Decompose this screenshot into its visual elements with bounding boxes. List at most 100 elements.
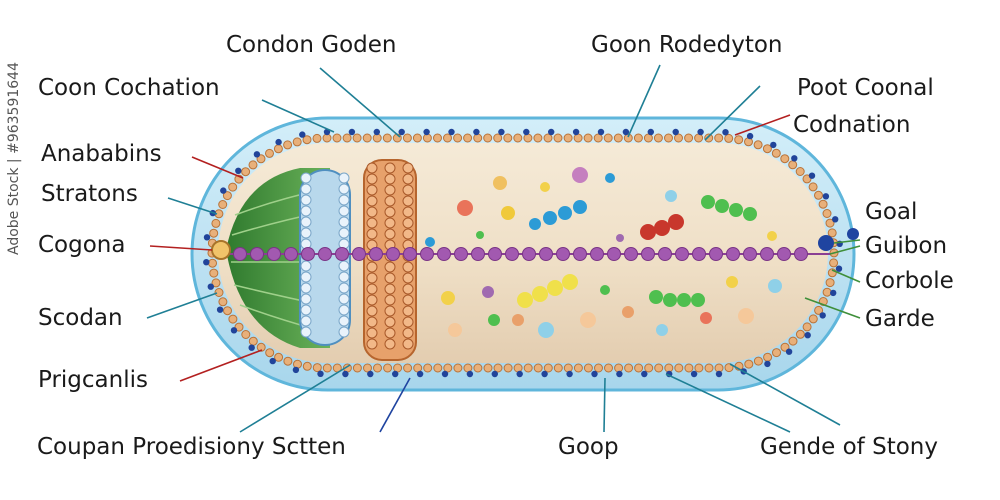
- label-prigcanlis: Prigcanlis: [38, 367, 148, 393]
- membrane-bead: [241, 330, 251, 339]
- cytoplasm-particle: [488, 314, 500, 326]
- leader-corbole: [831, 269, 861, 283]
- membrane-bead: [342, 133, 352, 143]
- orange-bead: [384, 283, 396, 295]
- membrane-bead: [493, 133, 503, 143]
- membrane-bead: [788, 336, 798, 346]
- membrane-bead: [724, 363, 734, 373]
- column-bead: [300, 271, 312, 283]
- filament-bead: [301, 247, 315, 261]
- leader-prigcanlis: [179, 349, 263, 382]
- membrane-bead: [704, 363, 714, 373]
- membrane-bead: [373, 363, 382, 373]
- membrane-bead: [453, 133, 463, 143]
- membrane-bead: [241, 167, 251, 177]
- filament-bead: [675, 247, 689, 261]
- membrane-bead: [256, 342, 266, 352]
- label-codnation: Codnation: [793, 112, 911, 138]
- orange-bead: [384, 173, 396, 185]
- surface-dot: [491, 370, 498, 378]
- membrane-bead: [724, 133, 734, 143]
- filament-bead: [624, 247, 638, 261]
- orange-bead: [402, 283, 414, 295]
- surface-dot: [317, 370, 324, 377]
- cytoplasm-particle: [580, 312, 596, 328]
- surface-dot: [448, 128, 455, 136]
- leader-goon-rodedyton: [627, 64, 661, 138]
- surface-dot: [697, 128, 704, 136]
- membrane-bead: [209, 228, 219, 238]
- cytoplasm-particle: [529, 218, 541, 230]
- cytoplasm-particle: [605, 173, 615, 183]
- membrane-bead: [583, 133, 593, 143]
- cytoplasm-particle: [729, 203, 743, 217]
- filament-bead: [522, 247, 536, 261]
- membrane-bead: [603, 133, 613, 143]
- surface-dot: [342, 370, 349, 378]
- orange-bead: [366, 195, 378, 207]
- membrane-bead: [283, 140, 293, 150]
- surface-dot: [348, 128, 356, 136]
- membrane-bead: [704, 133, 714, 143]
- orange-bead: [402, 195, 414, 207]
- surface-dot: [622, 128, 630, 136]
- membrane-bead: [218, 297, 228, 307]
- cytoplasm-particle: [572, 167, 588, 183]
- membrane-bead: [684, 363, 694, 373]
- orange-bead: [366, 173, 378, 185]
- label-poot-coonal: Poot Coonal: [797, 75, 934, 101]
- membrane-bead: [214, 288, 224, 297]
- surface-dot: [367, 370, 374, 378]
- membrane-bead: [322, 363, 332, 373]
- leader-anababins: [191, 156, 244, 179]
- membrane-bead: [209, 268, 219, 278]
- filament-bead: [471, 247, 485, 261]
- cytoplasm-particle: [457, 200, 473, 216]
- label-anababins: Anababins: [41, 141, 162, 167]
- cytoplasm-particle: [573, 200, 587, 214]
- column-beads: [300, 172, 350, 338]
- membrane-bead: [483, 363, 493, 373]
- leader-coupan-2: [379, 377, 411, 433]
- column-bead: [300, 304, 312, 316]
- membrane-bead: [228, 182, 238, 192]
- column-bead: [338, 183, 350, 195]
- membrane-bead: [763, 352, 773, 362]
- membrane-bead: [352, 363, 362, 373]
- membrane-bead: [312, 363, 322, 373]
- orange-bead: [402, 228, 414, 240]
- filament-bead: [488, 247, 502, 261]
- membrane-bead: [553, 363, 563, 373]
- leader-goop: [603, 377, 606, 433]
- membrane-bead: [593, 133, 603, 143]
- column-bead: [300, 282, 312, 294]
- membrane-bead: [543, 363, 553, 373]
- cytoplasm-particle: [543, 211, 557, 225]
- surface-dot: [392, 370, 399, 378]
- membrane-bead: [694, 133, 704, 143]
- cytoplasm-particle: [700, 312, 712, 324]
- orange-bead: [384, 338, 396, 350]
- cytoplasm-particle: [562, 274, 578, 290]
- membrane-bead: [829, 258, 839, 268]
- watermark-text: Adobe Stock | #963591644: [6, 62, 22, 255]
- cytoplasm-particle: [493, 176, 507, 190]
- outer-blue-knob: [847, 228, 859, 240]
- filament-bead: [250, 247, 264, 261]
- orange-bead: [366, 327, 378, 339]
- column-bead: [300, 293, 312, 305]
- orange-bead: [366, 294, 378, 306]
- orange-bead: [384, 184, 396, 196]
- surface-dot: [220, 187, 227, 194]
- filament-bead: [641, 247, 655, 261]
- cytoplasm-particle: [668, 214, 684, 230]
- membrane-bead: [573, 363, 583, 373]
- membrane-bead: [413, 363, 423, 373]
- leader-goal: [833, 239, 861, 244]
- membrane-bead: [292, 137, 302, 147]
- membrane-bead: [802, 174, 812, 184]
- membrane-bead: [795, 329, 805, 339]
- membrane-bead: [412, 133, 422, 143]
- membrane-bead: [674, 363, 684, 373]
